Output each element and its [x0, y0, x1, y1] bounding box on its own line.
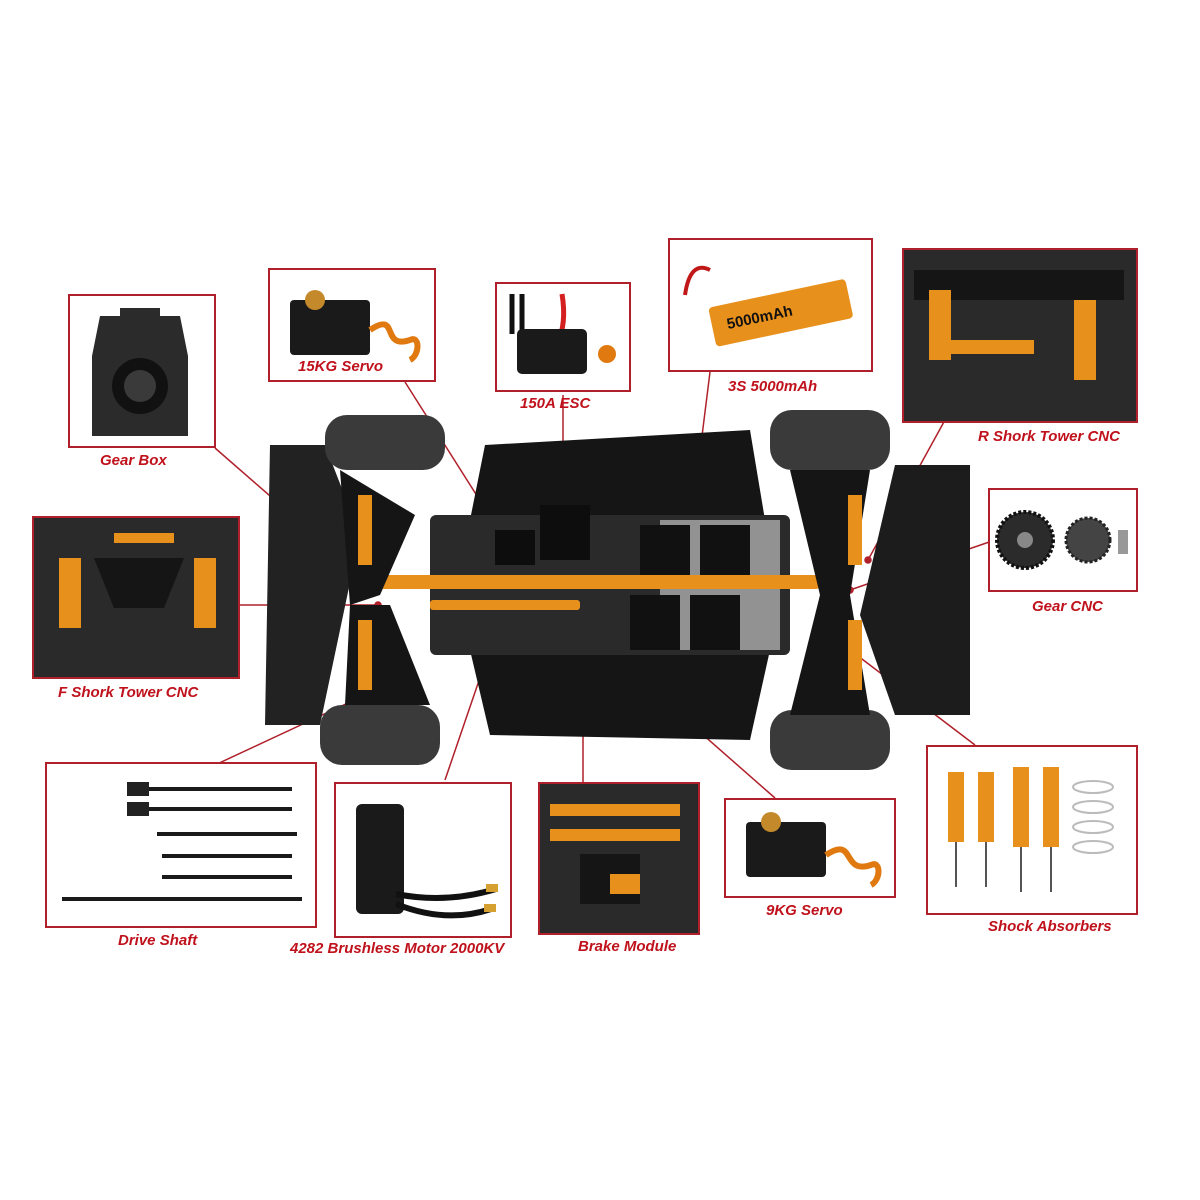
r-shock-tower-label: R Shork Tower CNC — [978, 428, 1120, 445]
esc-unit — [540, 505, 590, 560]
front-shock — [358, 620, 372, 690]
150a-esc-callout — [495, 282, 631, 392]
r-shock-tower-callout — [902, 248, 1138, 423]
servo-unit — [495, 530, 535, 565]
esc-icon — [509, 293, 616, 374]
wheel-front-right — [320, 705, 440, 765]
9kg-servo-label: 9KG Servo — [766, 902, 843, 919]
center-drive-shaft — [380, 575, 820, 589]
wheel-front-left — [325, 415, 445, 470]
shock-absorbers-icon — [948, 767, 1114, 892]
lower-brace — [430, 600, 580, 610]
brake-module-icon — [540, 784, 698, 933]
upper-body-panel — [470, 430, 765, 520]
shock-absorbers-label: Shock Absorbers — [988, 918, 1112, 935]
battery-pack — [630, 595, 680, 650]
drive-shaft-icon — [62, 782, 302, 901]
wheel-rear-right — [770, 710, 890, 770]
f-shock-tower-label: F Shork Tower CNC — [58, 684, 199, 701]
gear-cnc-icon — [995, 510, 1128, 570]
shock-absorbers-callout — [926, 745, 1138, 915]
front-bumper — [265, 445, 360, 725]
rear-shock — [848, 495, 862, 565]
150a-esc-label: 150A ESC — [520, 395, 591, 412]
rear-shock — [848, 620, 862, 690]
front-arm-lower — [345, 605, 430, 705]
9kg-servo-callout — [724, 798, 896, 898]
drive-shaft-label: Drive Shaft — [118, 932, 198, 949]
gear-box-label: Gear Box — [100, 452, 167, 469]
rear-wing — [860, 465, 970, 715]
wheel-rear-left — [770, 410, 890, 470]
battery-icon: 5000mAh — [683, 265, 853, 347]
15kg-servo-callout — [268, 268, 436, 382]
brake-module-callout — [538, 782, 700, 935]
brake-module-label: Brake Module — [578, 938, 677, 955]
battery-callout: 5000mAh — [668, 238, 873, 372]
gear-cnc-label: Gear CNC — [1032, 598, 1103, 615]
servo-15kg-icon — [290, 290, 421, 363]
gear-box-callout — [68, 294, 216, 448]
servo-9kg-icon — [746, 812, 882, 888]
f-shock-tower-icon — [34, 518, 238, 677]
car-chassis — [265, 410, 970, 770]
motor-label: 4282 Brushless Motor 2000KV — [290, 940, 505, 957]
r-shock-tower-icon — [904, 250, 1136, 421]
gear-cnc-callout — [988, 488, 1138, 592]
anchor-dot — [864, 556, 872, 564]
gear-box-icon — [92, 308, 188, 436]
motor-callout — [334, 782, 512, 938]
15kg-servo-label: 15KG Servo — [298, 358, 384, 375]
drive-shaft-callout — [45, 762, 317, 928]
lower-body-panel — [470, 650, 770, 740]
battery-pack — [690, 595, 740, 650]
f-shock-tower-callout — [32, 516, 240, 679]
motor-icon — [356, 804, 498, 919]
battery-label: 3S 5000mAh — [728, 378, 818, 395]
front-shock — [358, 495, 372, 565]
